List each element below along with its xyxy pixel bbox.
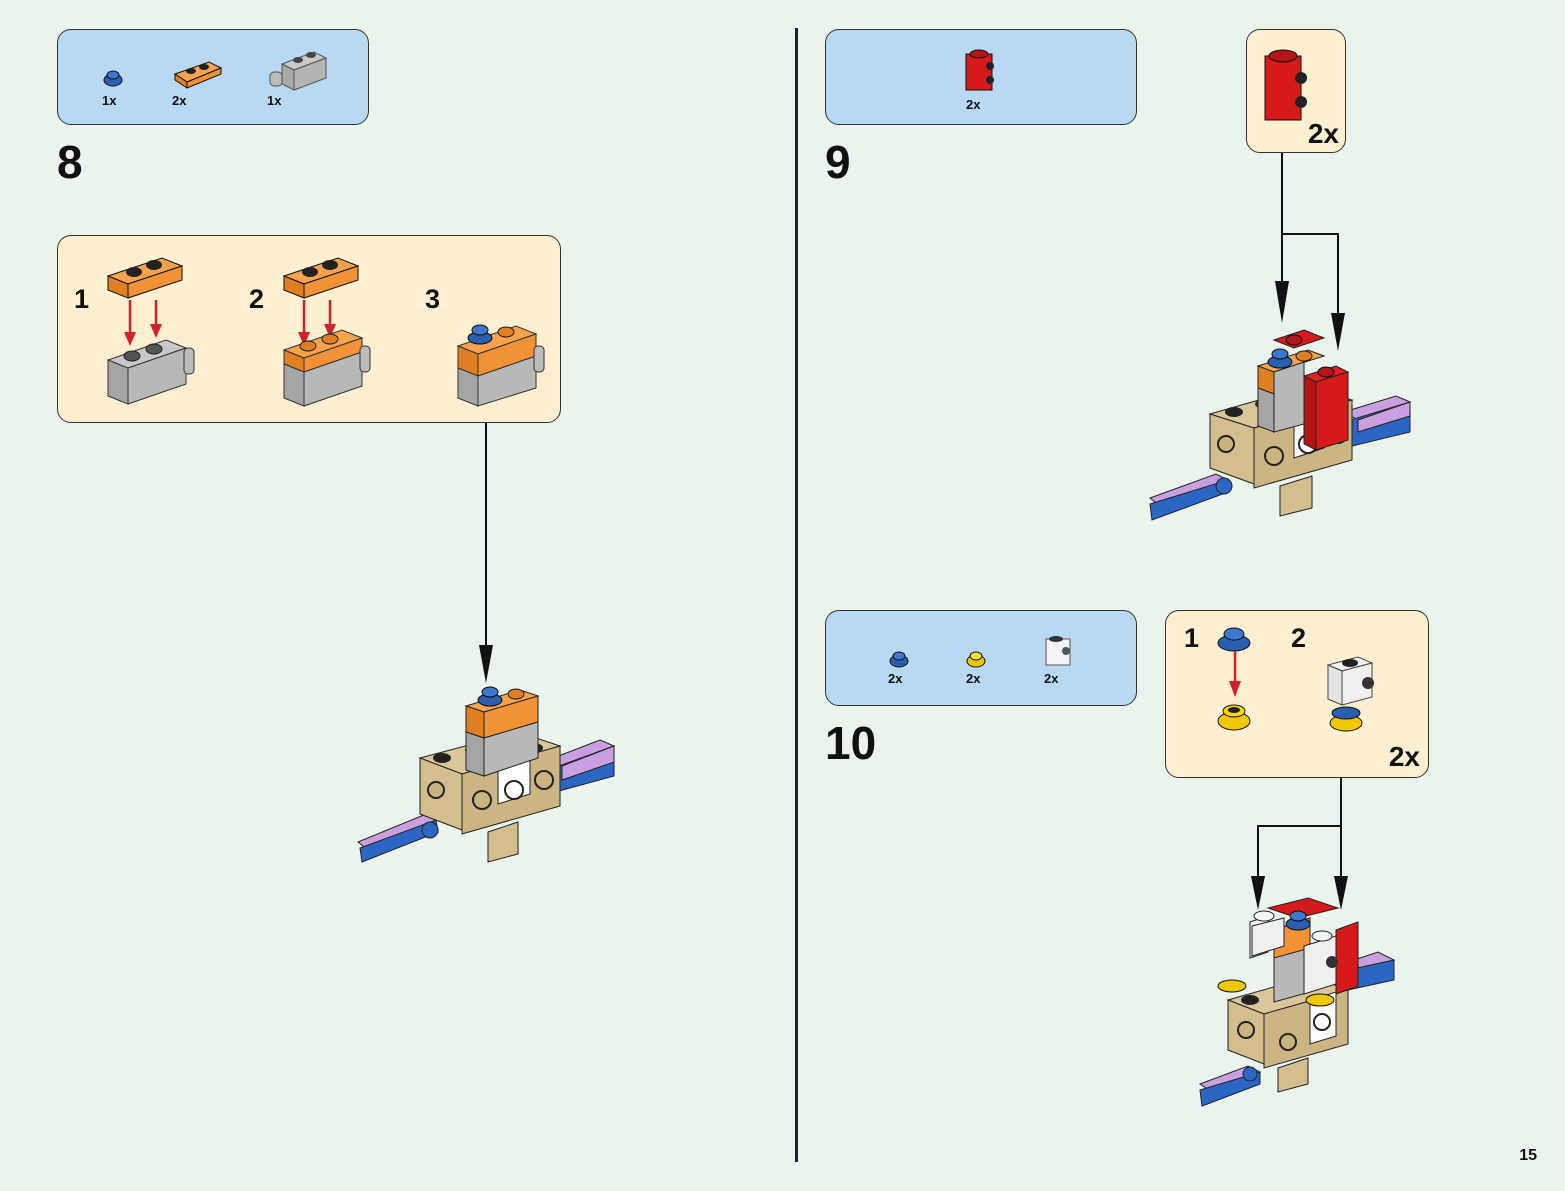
orange-plate-icon bbox=[106, 257, 184, 299]
red-down-arrow-icon bbox=[1229, 651, 1241, 697]
step-10-part-2-qty: 2x bbox=[966, 671, 981, 686]
step-9-part-1-qty: 2x bbox=[966, 97, 981, 112]
step-10-substep-1: 1 bbox=[1184, 623, 1200, 653]
step-10-model-icon bbox=[1198, 897, 1396, 1107]
step-10-part-1-qty: 2x bbox=[888, 671, 903, 686]
page-number: 15 bbox=[1519, 1147, 1537, 1164]
orange-plate-icon bbox=[282, 257, 360, 299]
step-8-model-icon bbox=[357, 686, 616, 863]
step-9-number: 9 bbox=[825, 136, 851, 188]
step-9-model-icon bbox=[1148, 329, 1412, 521]
step-8-subassembly: 1 2 3 bbox=[57, 235, 561, 423]
step-9-callout-qty: 2x bbox=[1307, 118, 1339, 149]
red-down-arrow-icon bbox=[298, 300, 336, 346]
white-brick-side-stud-icon bbox=[1045, 636, 1071, 666]
step-10-parts-list: 2x 2x 2x bbox=[825, 610, 1137, 706]
yellow-round-plate-icon bbox=[966, 651, 986, 668]
step-8-substep-3: 3 bbox=[425, 284, 441, 314]
blue-round-plate-icon bbox=[889, 651, 909, 668]
blue-round-plate-icon bbox=[1217, 627, 1251, 652]
step-8-connector-arrow bbox=[479, 423, 493, 683]
step-8-number: 8 bbox=[57, 136, 83, 188]
red-brick-side-studs-icon bbox=[1264, 49, 1307, 121]
step-10-subassembly: 1 2 2x bbox=[1165, 610, 1429, 778]
yellow-round-plate-icon bbox=[1217, 704, 1251, 731]
step-8-substep-1: 1 bbox=[74, 284, 90, 314]
red-down-arrow-icon bbox=[124, 300, 162, 346]
orange-plate-icon bbox=[173, 61, 223, 89]
step-8-substep-2: 2 bbox=[249, 284, 265, 314]
page-divider bbox=[795, 28, 798, 1162]
step-9-callout: 2x bbox=[1246, 29, 1346, 153]
step-10-callout-qty: 2x bbox=[1388, 741, 1420, 772]
white-brick-on-plates-icon bbox=[1326, 656, 1374, 732]
blue-round-plate-icon bbox=[103, 70, 123, 87]
step-10-connector-arrows bbox=[1251, 778, 1348, 910]
step-8-part-2-qty: 2x bbox=[172, 93, 187, 108]
step-10-substep-2: 2 bbox=[1291, 623, 1307, 653]
red-brick-side-studs-icon bbox=[965, 49, 994, 91]
step-8-part-1-qty: 1x bbox=[102, 93, 117, 108]
step-8-part-3-qty: 1x bbox=[267, 93, 282, 108]
step-10-part-3-qty: 2x bbox=[1044, 671, 1059, 686]
completed-hinge-assembly-icon bbox=[456, 324, 545, 407]
step-8-parts-list: 1x 2x 1x bbox=[57, 29, 369, 125]
grey-hinge-brick-icon bbox=[269, 51, 328, 91]
step-10-number: 10 bbox=[825, 717, 877, 769]
step-9-connector-arrows bbox=[1275, 153, 1345, 351]
orange-grey-assembly-icon bbox=[282, 329, 371, 407]
grey-hinge-brick-icon bbox=[106, 339, 195, 405]
step-9-parts-list: 2x bbox=[825, 29, 1137, 125]
